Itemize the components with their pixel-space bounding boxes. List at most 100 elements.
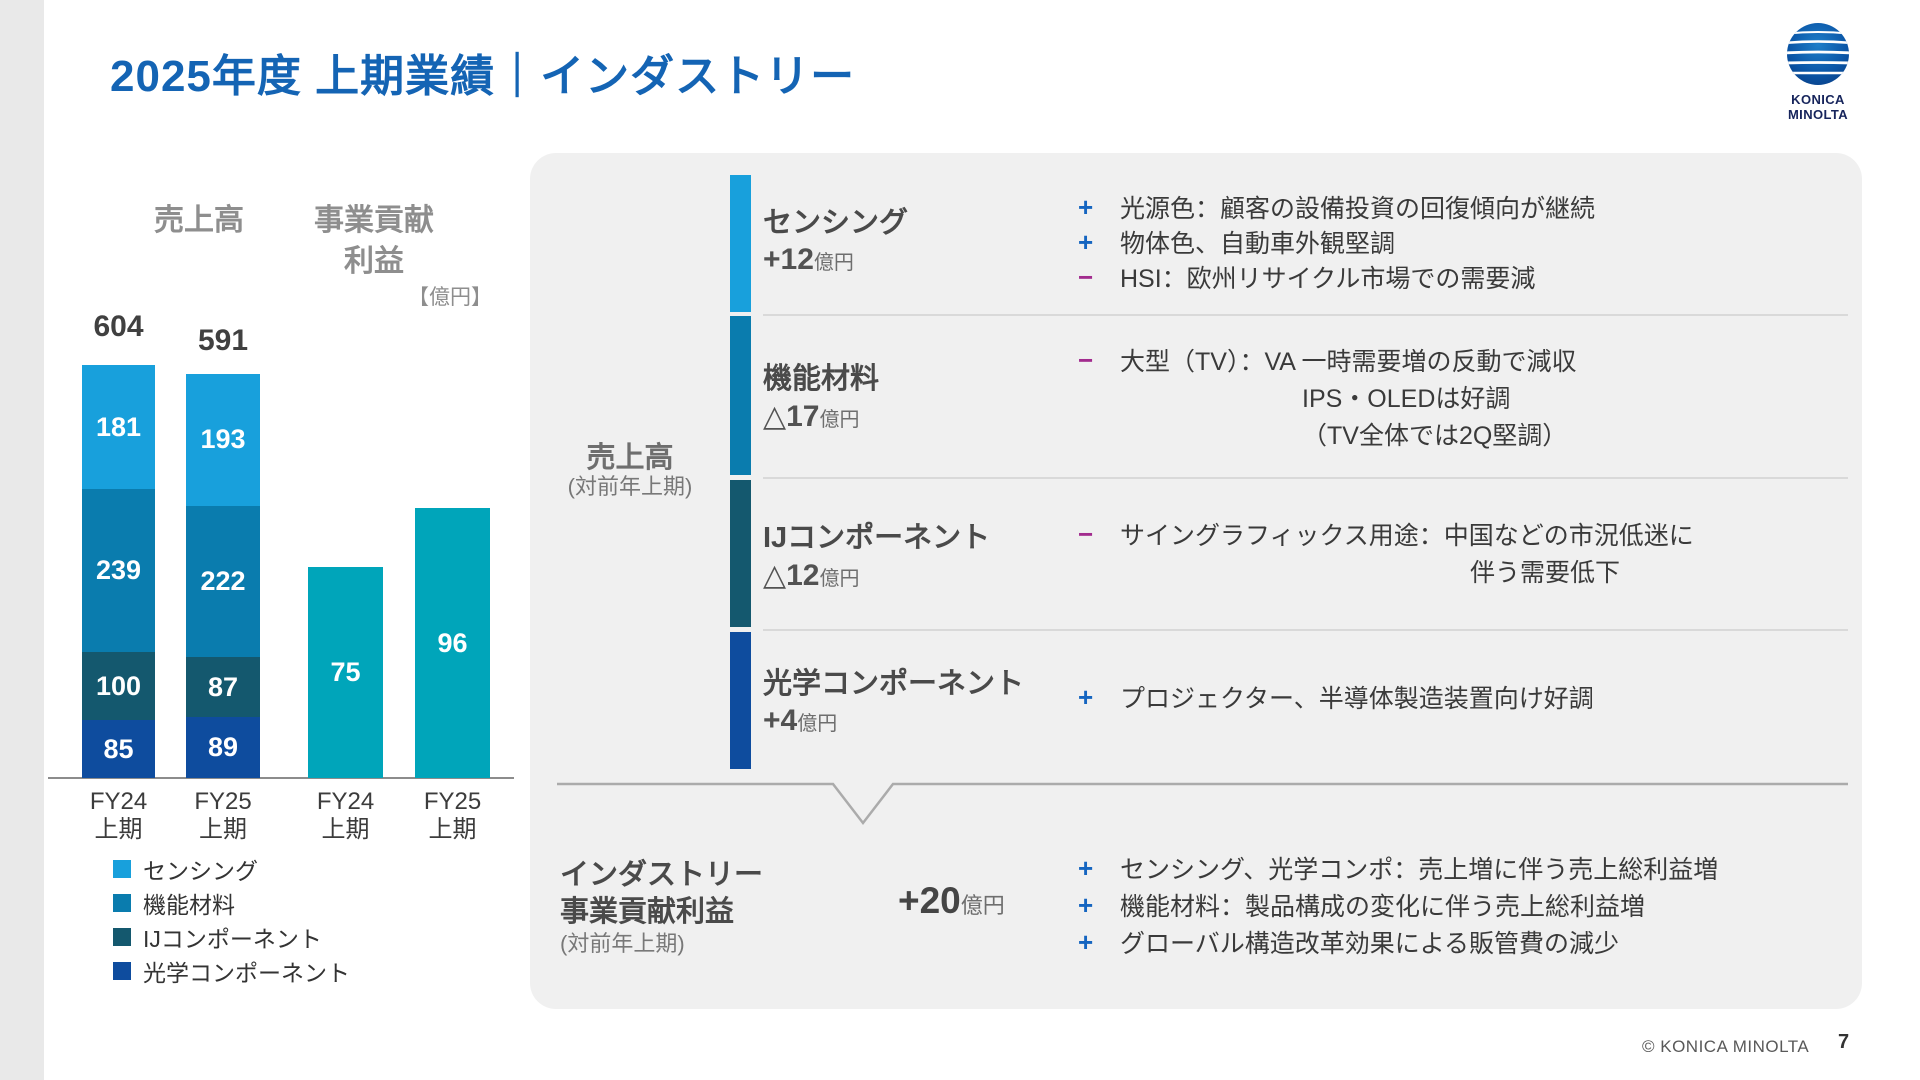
chart-header-profit-line2: 利益 (344, 245, 404, 278)
bottom-profit-sublabel: (対前年上期) (560, 931, 685, 956)
segment-value-label: 87 (207, 671, 239, 702)
bottom-profit-title-line2: 事業貢献利益 (560, 896, 735, 928)
bar-segment: 181 (82, 365, 155, 489)
segment-value-label: 222 (200, 565, 246, 596)
legend-label: 光学コンポーネント (143, 960, 350, 986)
x-tick-line: FY24 (316, 788, 375, 815)
legend-swatch (113, 894, 131, 912)
bullet-sign: + (1078, 890, 1094, 920)
bullet-sign: + (1078, 682, 1094, 712)
bottom-delta-unit: 億円 (960, 893, 1005, 918)
bullet-line: プロジェクター、半導体製造装置向け好調 (1120, 685, 1594, 713)
bullet-sign: − (1078, 345, 1094, 375)
section-title: 機能材料 (763, 363, 880, 395)
chart-axis-line (48, 777, 514, 779)
section-divider (763, 629, 1848, 631)
segment-value-label: 181 (95, 411, 142, 442)
chart-header-profit-line1: 事業貢献 (314, 204, 434, 237)
bottom-profit-delta: +20億円 (898, 880, 1005, 922)
bar-segment: 85 (82, 720, 155, 778)
profit-bar: 96 (415, 508, 490, 778)
bar-segment: 239 (82, 489, 155, 652)
section-delta: △12億円 (763, 558, 859, 593)
bar-segment: 87 (186, 657, 260, 718)
bar-segment: 100 (82, 652, 155, 720)
panel-revenue-label: 売上高 (586, 442, 674, 474)
x-tick-line: FY25 (194, 788, 252, 815)
revenue-stacked-bar: 181 239 100 85 (82, 365, 155, 778)
section-delta: +4億円 (763, 704, 837, 738)
legend-swatch (113, 962, 131, 980)
profit-value-label: 75 (330, 657, 361, 687)
bullet-sign: + (1078, 227, 1094, 257)
bar-total-label: 591 (197, 324, 249, 357)
panel-revenue-sublabel: (対前年上期) (567, 474, 693, 499)
bullet-line: （TV全体では2Q堅調） (1302, 422, 1568, 450)
slide-title: 2025年度 上期業績｜インダストリー (110, 52, 856, 101)
section-color-bar (730, 632, 751, 769)
bullet-sign: + (1078, 927, 1094, 957)
section-delta-unit: 億円 (797, 713, 838, 735)
bullet-sign: − (1078, 519, 1094, 549)
slide-left-margin-strip (0, 0, 44, 1080)
section-delta-value: +4 (763, 704, 798, 737)
section-color-bar (730, 480, 751, 627)
x-tick-line: FY24 (89, 788, 148, 815)
legend-item: 機能材料 (113, 886, 350, 920)
profit-value-label: 96 (437, 627, 468, 658)
bullet-line: IPS・OLEDは好調 (1302, 385, 1511, 413)
section-delta-unit: 億円 (813, 252, 854, 274)
bar-total-label: 604 (93, 310, 144, 343)
section-delta-unit: 億円 (819, 568, 860, 590)
logo-wordmark: KONICA MINOLTA (1787, 92, 1849, 122)
section-title: 光学コンポーネント (763, 668, 1025, 700)
bullet-line: 伴う需要低下 (1470, 559, 1621, 587)
chart-unit-label: 【億円】 (408, 286, 492, 309)
legend-swatch (113, 928, 131, 946)
bullet-line: 物体色、自動車外観堅調 (1120, 230, 1396, 258)
section-delta: △17億円 (763, 399, 859, 434)
bullet-sign: + (1078, 192, 1094, 222)
section-delta-value: +12 (763, 243, 814, 276)
x-tick-line: 上期 (199, 816, 247, 843)
legend-label: 機能材料 (143, 892, 235, 918)
section-divider (763, 314, 1848, 316)
bottom-profit-title-line1: インダストリー (560, 859, 764, 891)
legend-label: センシング (143, 858, 258, 884)
profit-bar: 75 (308, 567, 383, 778)
bullet-line: HSI：欧州リサイクル市場での需要減 (1120, 265, 1536, 293)
section-title: IJコンポーネント (763, 522, 991, 554)
section-color-bar (730, 175, 751, 312)
x-tick-line: 上期 (321, 816, 370, 843)
x-tick-line: 上期 (94, 816, 143, 843)
bullet-line: サイングラフィックス用途：中国などの市況低迷に (1120, 522, 1694, 550)
segment-value-label: 239 (95, 555, 142, 585)
legend-swatch (113, 860, 131, 878)
bar-segment: 222 (186, 505, 260, 658)
page-number: 7 (1838, 1031, 1850, 1053)
section-delta: +12億円 (763, 243, 854, 277)
segment-value-label: 100 (95, 670, 142, 701)
section-color-bar (730, 316, 751, 475)
section-divider (763, 477, 1848, 479)
section-delta-value: △12 (763, 559, 820, 592)
bar-segment: 193 (186, 374, 260, 506)
x-tick-line: FY25 (423, 788, 482, 815)
bullet-line: 光源色：顧客の設備投資の回復傾向が継続 (1120, 195, 1596, 223)
chart-header-revenue: 売上高 (154, 204, 244, 237)
legend-item: 光学コンポーネント (113, 954, 350, 988)
section-delta-value: △17 (763, 400, 820, 433)
chart-header-profit: 事業貢献 利益 (274, 200, 474, 282)
section-delta-unit: 億円 (819, 409, 860, 431)
footer-copyright: © KONICA MINOLTA (1642, 1037, 1810, 1056)
globe-logo-icon (1787, 23, 1849, 85)
bottom-delta-value: +20 (898, 880, 961, 921)
konica-minolta-logo: KONICA MINOLTA (1762, 22, 1874, 122)
